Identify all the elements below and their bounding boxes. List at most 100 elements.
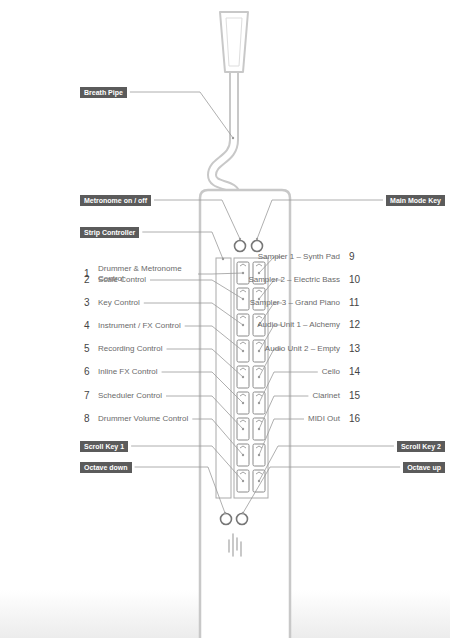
callout-number: 3 [84, 297, 90, 309]
breath-pipe [212, 70, 236, 196]
leader-line [259, 396, 308, 429]
callout-tag: Scroll Key 2 [397, 441, 445, 452]
function-label: Sampler 1 – Synth Pad [258, 252, 340, 262]
leader-line [167, 349, 244, 377]
key-button [237, 444, 249, 466]
function-label: Key Control [98, 298, 140, 308]
key-notch [240, 472, 246, 474]
tag-text: Octave down [84, 463, 128, 472]
leader-dot [224, 512, 226, 514]
function-label: Scheduler Control [98, 391, 162, 401]
callout-number: 16 [349, 413, 360, 425]
tag-text: Scroll Key 1 [84, 442, 124, 451]
leader-dot [222, 258, 224, 260]
leader-line [198, 273, 243, 274]
key-notch [240, 290, 246, 292]
leader-dot [258, 402, 260, 404]
leader-line [162, 372, 243, 403]
leader-dot [258, 376, 260, 378]
leader-dot [242, 480, 244, 482]
function-label: Sampler 3 – Grand Piano [250, 298, 340, 308]
key-button [253, 418, 265, 440]
key-notch [256, 368, 262, 370]
key-button [237, 366, 249, 388]
callout-number: 13 [349, 343, 360, 355]
callout-number: 14 [349, 366, 360, 378]
key-notch [240, 316, 246, 318]
leader-dot [239, 238, 241, 240]
function-label: Scale Control [98, 275, 146, 285]
key-notch [256, 446, 262, 448]
leader-dot [258, 428, 260, 430]
function-label: Clarinet [312, 391, 340, 401]
leader-dot [242, 298, 244, 300]
callout-tag: Strip Controller [80, 227, 139, 238]
tag-text: Octave up [407, 463, 441, 472]
function-label: Sampler 2 – Electric Bass [248, 275, 340, 285]
mouthpiece-inner [226, 18, 242, 66]
callout-number: 15 [349, 390, 360, 402]
leader-dot [258, 480, 260, 482]
callout-number: 2 [84, 274, 90, 286]
leader-line [130, 92, 233, 138]
leader-dot [242, 324, 244, 326]
key-notch [256, 394, 262, 396]
tag-text: Breath Pipe [84, 88, 123, 97]
mouthpiece [220, 12, 248, 72]
key-notch [240, 264, 246, 266]
breath-pipe-outline [212, 70, 236, 196]
leader-line [192, 419, 243, 455]
function-label: Instrument / FX Control [98, 321, 181, 331]
leader-dot [242, 402, 244, 404]
leader-dot [258, 454, 260, 456]
callout-tag: Scroll Key 1 [80, 441, 128, 452]
key-button [237, 418, 249, 440]
leader-dot [242, 272, 244, 274]
leader-line [166, 396, 243, 429]
key-notch [256, 342, 262, 344]
key-notch [240, 368, 246, 370]
leader-line [257, 200, 383, 239]
function-label: Audio Unit 2 – Empty [265, 344, 340, 354]
tag-text: Strip Controller [84, 228, 135, 237]
callout-number: 9 [349, 251, 355, 263]
leader-line [154, 200, 240, 239]
leader-line [131, 446, 243, 481]
key-notch [256, 316, 262, 318]
callout-number: 8 [84, 413, 90, 425]
leader-dot [232, 137, 234, 139]
key-notch [240, 342, 246, 344]
leader-line [243, 467, 400, 513]
key-notch [256, 420, 262, 422]
key-notch [256, 290, 262, 292]
key-notch [240, 446, 246, 448]
key-notch [256, 264, 262, 266]
callout-number: 4 [84, 320, 90, 332]
key-notch [240, 420, 246, 422]
key-button [237, 288, 249, 310]
leader-line [185, 326, 243, 351]
callout-tag: Metronome on / off [80, 195, 151, 206]
key-button [253, 392, 265, 414]
function-label: Drummer Volume Control [98, 414, 188, 424]
leader-dot [258, 350, 260, 352]
leader-dot [242, 350, 244, 352]
function-label: MIDI Out [308, 414, 340, 424]
callout-number: 11 [349, 297, 359, 309]
callout-number: 12 [349, 319, 360, 331]
key-button [237, 392, 249, 414]
function-label: Recording Control [98, 344, 162, 354]
function-label: Cello [322, 367, 340, 377]
leader-dot [256, 238, 258, 240]
function-label: Inline FX Control [98, 367, 158, 377]
key-notch [240, 394, 246, 396]
callout-tag: Octave up [403, 462, 445, 473]
key-button [237, 314, 249, 336]
key-button [253, 444, 265, 466]
leader-dot [242, 428, 244, 430]
key-button [237, 340, 249, 362]
logo-mark [229, 534, 241, 556]
leader-dot [242, 454, 244, 456]
